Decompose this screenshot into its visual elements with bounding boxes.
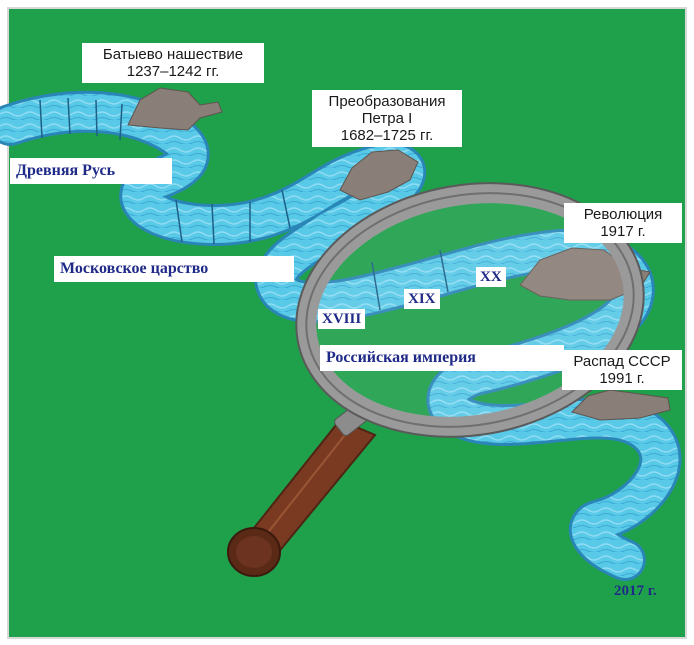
century-label-20: XX [476,267,506,287]
event-label-ussr-collapse: Распад СССР 1991 г. [562,350,682,390]
event-label-batu-invasion: Батыево нашествие 1237–1242 гг. [82,43,264,83]
event-dates: 1237–1242 гг. [126,63,220,80]
end-year-label: 2017 г. [614,583,657,599]
rock-icon [571,389,671,421]
event-title: Батыево нашествие [102,46,244,63]
century-label-19: XIX [404,289,440,309]
era-label-moscow-tsardom: Московское царство [54,256,294,282]
event-title: Преобразования [328,93,446,110]
event-label-peter-reforms: Преобразования Петра I 1682–1725 гг. [312,90,462,147]
century-label-18: XVIII [318,309,366,329]
era-label-russian-empire: Российская империя [320,345,564,371]
event-dates: 1991 г. [599,370,645,387]
rock-icon [127,87,223,131]
event-subtitle: Петра I [361,110,413,127]
rock-icon [339,149,419,201]
event-title: Революция [583,206,663,223]
river [0,90,682,581]
era-label-ancient-rus: Древняя Русь [10,158,172,184]
event-label-revolution: Революция 1917 г. [564,203,682,243]
event-title: Распад СССР [573,353,671,370]
event-dates: 1917 г. [600,223,646,240]
event-dates: 1682–1725 гг. [340,127,434,144]
